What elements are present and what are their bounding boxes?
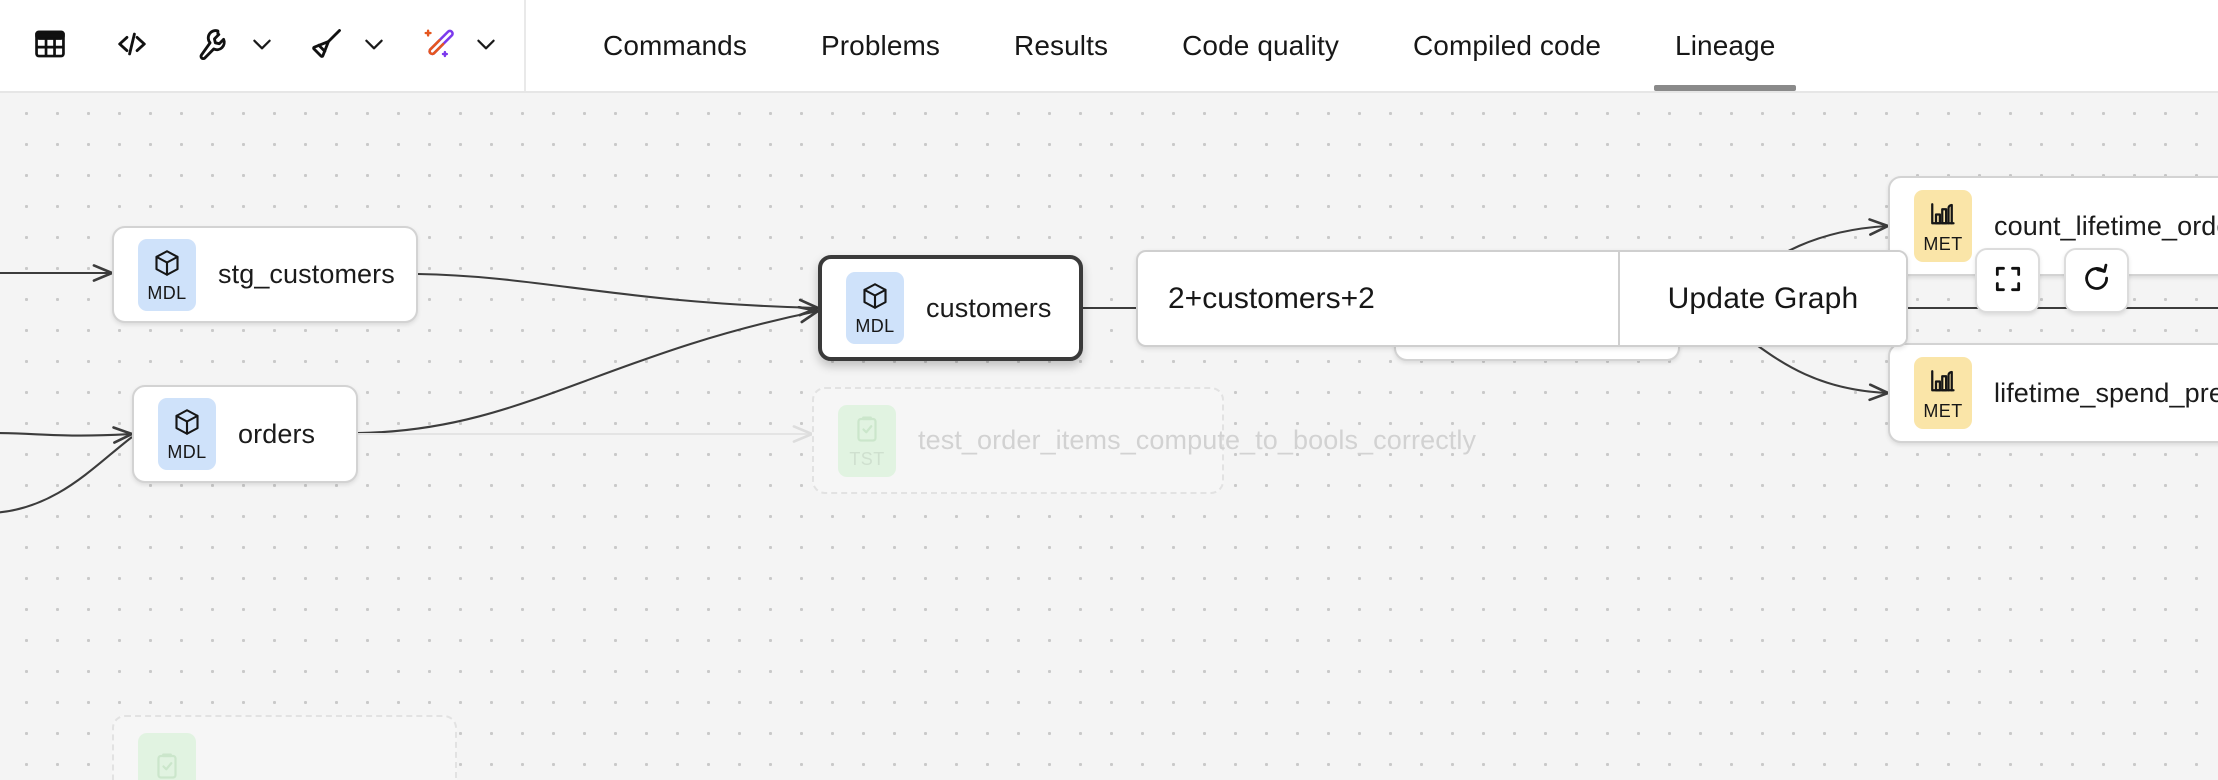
mdl-type-icon (152, 248, 182, 283)
tst-type-icon (152, 751, 182, 780)
node-type-badge-label: MET (1923, 401, 1963, 421)
code-view-button[interactable] (104, 18, 160, 74)
chevron-down-icon (361, 31, 387, 60)
clean-tool-group (298, 18, 394, 74)
graph-node-test-order-items[interactable]: TST test_order_items_compute_to_bools_cor… (812, 387, 1476, 494)
fit-view-button[interactable] (1975, 248, 2040, 313)
graph-node-label: orders (238, 418, 316, 449)
wrench-icon (196, 26, 232, 65)
format-tool-group (186, 18, 282, 74)
graph-node-orders[interactable]: MDL orders (132, 385, 358, 483)
tst-type-icon (852, 414, 882, 449)
canvas-controls (1975, 248, 2129, 313)
table-view-button[interactable] (22, 18, 78, 74)
node-type-badge-label: MET (1923, 234, 1963, 254)
lineage-search-bar: Update Graph (1136, 250, 1908, 347)
broom-icon (308, 26, 344, 65)
node-type-badge-met: MET (1914, 357, 1972, 429)
graph-node-stg-customers[interactable]: MDL stg_customers (112, 226, 418, 323)
table-icon (33, 27, 67, 64)
tab-results[interactable]: Results (977, 0, 1145, 91)
fit-view-icon (1992, 263, 2024, 298)
graph-node-label: stg_customers (218, 259, 395, 289)
node-type-badge-tst: TST (838, 404, 896, 477)
broom-button[interactable] (298, 18, 354, 74)
update-graph-button[interactable]: Update Graph (1618, 252, 1906, 345)
tab-commands[interactable]: Commands (566, 0, 784, 91)
node-type-badge-mdl: MDL (846, 272, 904, 344)
broom-dropdown-button[interactable] (354, 18, 394, 74)
graph-node-customers-mdl[interactable]: MDL customers (818, 255, 1083, 361)
mdl-type-icon (860, 281, 890, 316)
lineage-canvas[interactable]: Update Graph (0, 93, 2218, 780)
tab-problems[interactable]: Problems (784, 0, 977, 91)
node-type-badge-tst (138, 732, 196, 780)
graph-node-label: count_lifetime_order (1994, 210, 2218, 241)
met-type-icon (1928, 199, 1958, 234)
code-icon (114, 26, 150, 65)
wrench-button[interactable] (186, 18, 242, 74)
magic-wand-icon (420, 26, 456, 65)
graph-node-label: test_order_items_compute_to_bools_correc… (918, 424, 1477, 455)
node-type-badge-label: TST (849, 448, 885, 469)
node-type-badge-met: MET (1914, 190, 1972, 262)
magic-wand-dropdown-button[interactable] (466, 18, 506, 74)
refresh-button[interactable] (2064, 248, 2129, 313)
lineage-search-input[interactable] (1138, 252, 1618, 345)
graph-node-label: lifetime_spend_preta (1994, 377, 2218, 408)
met-type-icon (1928, 366, 1958, 401)
editor-toolbar (0, 0, 526, 91)
node-type-badge-mdl: MDL (138, 238, 196, 311)
tab-lineage[interactable]: Lineage (1638, 0, 1812, 91)
tab-compiled-code[interactable]: Compiled code (1376, 0, 1638, 91)
wrench-dropdown-button[interactable] (242, 18, 282, 74)
node-type-badge-label: MDL (855, 316, 895, 336)
graph-node-count-lifetime-orders[interactable]: MET count_lifetime_order (1888, 176, 2218, 276)
mdl-type-icon (172, 407, 202, 442)
graph-node-lifetime-spend-pretax[interactable]: MET lifetime_spend_preta (1888, 343, 2218, 443)
graph-node-label: customers (926, 292, 1052, 323)
node-type-badge-label: MDL (147, 282, 187, 303)
ai-tool-group (410, 18, 506, 74)
chevron-down-icon (249, 31, 275, 60)
node-type-badge-mdl: MDL (158, 398, 216, 470)
magic-wand-button[interactable] (410, 18, 466, 74)
tab-code-quality[interactable]: Code quality (1145, 0, 1376, 91)
refresh-icon (2081, 263, 2113, 298)
node-type-badge-label: MDL (167, 442, 207, 462)
chevron-down-icon (473, 31, 499, 60)
graph-node-partial-test[interactable] (112, 715, 457, 780)
